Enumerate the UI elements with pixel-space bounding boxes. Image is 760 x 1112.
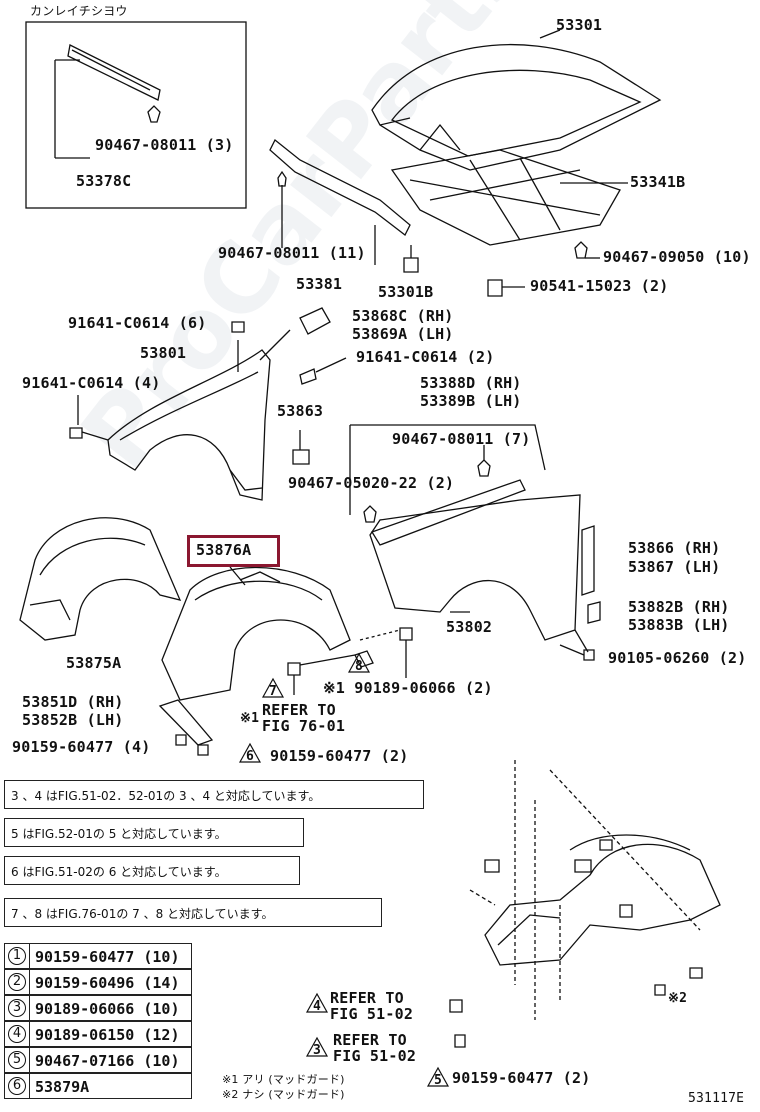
label-53851d: 53851D (RH)	[22, 693, 124, 711]
legend-row: 2 90159-60496 (14)	[4, 969, 192, 995]
label-90467-05020: 90467-05020-22 (2)	[288, 474, 455, 492]
label-53883b: 53883B (LH)	[628, 616, 730, 634]
liner-53875a	[19, 517, 182, 641]
fender-53802	[369, 494, 581, 641]
label-91641-6: 91641-C0614 (6)	[68, 314, 207, 332]
label-53868c: 53868C (RH)	[352, 307, 454, 325]
legend-row: 1 90159-60477 (10)	[4, 943, 192, 969]
label-90467-08011-7: 90467-08011 (7)	[392, 430, 531, 448]
label-90189-06066: ※1 90189-06066 (2)	[323, 679, 493, 697]
inset-frame	[25, 21, 247, 209]
diagram-number: 531117E	[688, 1091, 745, 1106]
label-53866: 53866 (RH)	[628, 539, 721, 557]
label-53301: 53301	[556, 16, 603, 34]
mudguard-strip	[158, 699, 214, 746]
label-inset-bolt: 90467-08011 (3)	[95, 136, 234, 154]
legend-row: 3 90189-06066 (10)	[4, 995, 192, 1021]
label-90159-2b: 90159-60477 (2)	[452, 1069, 591, 1087]
ref-mark-1: ※1	[240, 711, 260, 726]
inset-clip	[147, 105, 161, 123]
label-90159-4: 90159-60477 (4)	[12, 738, 151, 756]
legend-row: 4 90189-06150 (12)	[4, 1021, 192, 1047]
label-53867: 53867 (LH)	[628, 558, 721, 576]
note-3: 6 はFIG.51-02の 6 と対応しています。	[4, 856, 300, 885]
label-90467-08011-11: 90467-08011 (11)	[218, 244, 366, 262]
label-53876a[interactable]: 53876A	[196, 541, 252, 559]
label-inset-part: 53378C	[76, 172, 132, 190]
legend-row: 6 53879A	[4, 1073, 192, 1099]
label-53381: 53381	[296, 275, 343, 293]
fender-moulding	[581, 525, 595, 596]
hood-seal-53381	[269, 138, 411, 236]
label-90467-09050: 90467-09050 (10)	[603, 248, 751, 266]
hood-cushion	[403, 257, 419, 273]
ref76-line2[interactable]: FIG 76-01	[262, 717, 346, 735]
liner-exploded	[484, 843, 721, 966]
label-91641-4: 91641-C0614 (4)	[22, 374, 161, 392]
hood-outline	[371, 43, 662, 171]
label-90541: 90541-15023 (2)	[530, 277, 669, 295]
inset-title: カンレイチシヨウ	[30, 4, 128, 18]
footnote-1: ※1 アリ (マッドガード)	[222, 1073, 345, 1086]
fender-bracket	[299, 307, 331, 335]
label-53388d: 53388D (RH)	[420, 374, 522, 392]
label-53389b: 53389B (LH)	[420, 392, 522, 410]
ref51a-line2[interactable]: FIG 51-02	[330, 1005, 414, 1023]
label-90159-2a: 90159-60477 (2)	[270, 747, 409, 765]
hood-inner-panel	[390, 149, 621, 246]
label-53869a: 53869A (LH)	[352, 325, 454, 343]
label-53801: 53801	[140, 344, 187, 362]
fender-53801	[107, 349, 271, 501]
ref51a-line1[interactable]: REFER TO	[330, 989, 404, 1007]
label-91641-2: 91641-C0614 (2)	[356, 348, 495, 366]
label-53863: 53863	[277, 402, 324, 420]
label-53802: 53802	[446, 618, 493, 636]
ref76-line1[interactable]: REFER TO	[262, 701, 336, 719]
liner-53876a	[161, 566, 351, 701]
label-53875a: 53875A	[66, 654, 122, 672]
legend-row: 5 90467-07166 (10)	[4, 1047, 192, 1073]
label-53882b: 53882B (RH)	[628, 598, 730, 616]
ref51b-line1[interactable]: REFER TO	[333, 1031, 407, 1049]
label-53341b: 53341B	[630, 173, 686, 191]
highlight-box	[187, 535, 280, 567]
inset-seal-strip	[67, 44, 161, 101]
note-1: 3 、4 はFIG.51-02．52-01の 3 、4 と対応しています。	[4, 780, 424, 809]
ref-mark-2: ※2	[668, 991, 688, 1006]
label-53852b: 53852B (LH)	[22, 711, 124, 729]
note-4: 7 、8 はFIG.76-01の 7 、8 と対応しています。	[4, 898, 382, 927]
footnote-2: ※2 ナシ (マッドガード)	[222, 1088, 345, 1101]
note-2: 5 はFIG.52-01の 5 と対応しています。	[4, 818, 304, 847]
label-90105: 90105-06260 (2)	[608, 649, 747, 667]
ref51b-line2[interactable]: FIG 51-02	[333, 1047, 417, 1065]
label-53301b: 53301B	[378, 283, 434, 301]
fender-pad-53863	[292, 449, 310, 465]
